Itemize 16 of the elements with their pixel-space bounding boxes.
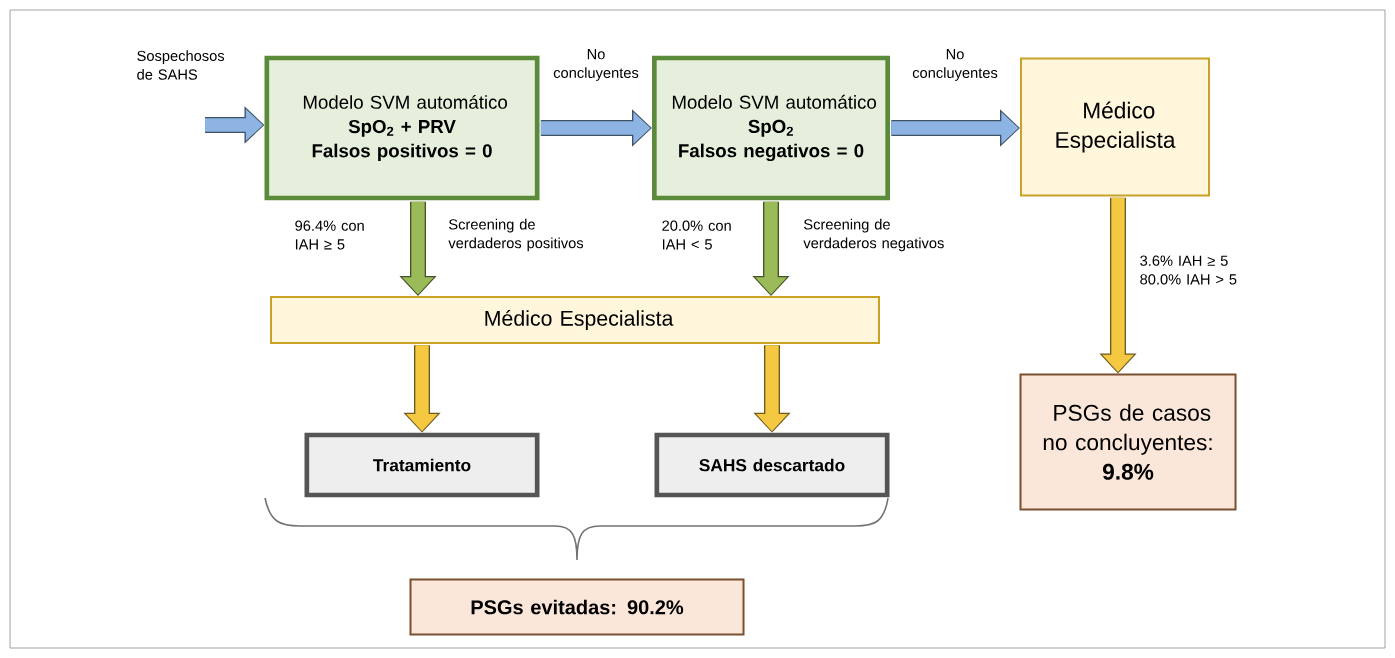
note-label: Screening de verdaderos positivos xyxy=(448,218,584,252)
result-box: Tratamiento xyxy=(304,432,540,498)
outcome-box: PSGs de casos no concluyentes: 9.8% xyxy=(1019,373,1237,511)
model-box: Modelo SVM automático SpO$_{2}$ + PRV Falsos positivos = 0 xyxy=(264,55,540,201)
edge-label: 20.0% con IAH < 5 xyxy=(662,220,731,250)
outcome-box: PSGs evitadas: 90.2% xyxy=(409,578,745,636)
result-box: SAHS descartado xyxy=(654,432,890,498)
edge-label: 96.4% con IAH ≥ 5 xyxy=(295,220,364,250)
edge-label: No concluyentes xyxy=(553,49,639,81)
specialist-box: Médico Especialista xyxy=(1020,57,1210,197)
edge-label: No concluyentes xyxy=(912,49,998,81)
edge-label: 3.6% IAH ≥ 5 80.0% IAH > 5 xyxy=(1140,255,1237,285)
edge-label: Sospechosos de SAHS xyxy=(137,50,225,80)
note-label: Screening de verdaderos negativos xyxy=(803,218,944,252)
model-box: Modelo SVM automático SpO$_{2}$ Falsos negativos = 0 xyxy=(652,55,890,201)
specialist-box: Médico Especialista xyxy=(270,296,880,344)
